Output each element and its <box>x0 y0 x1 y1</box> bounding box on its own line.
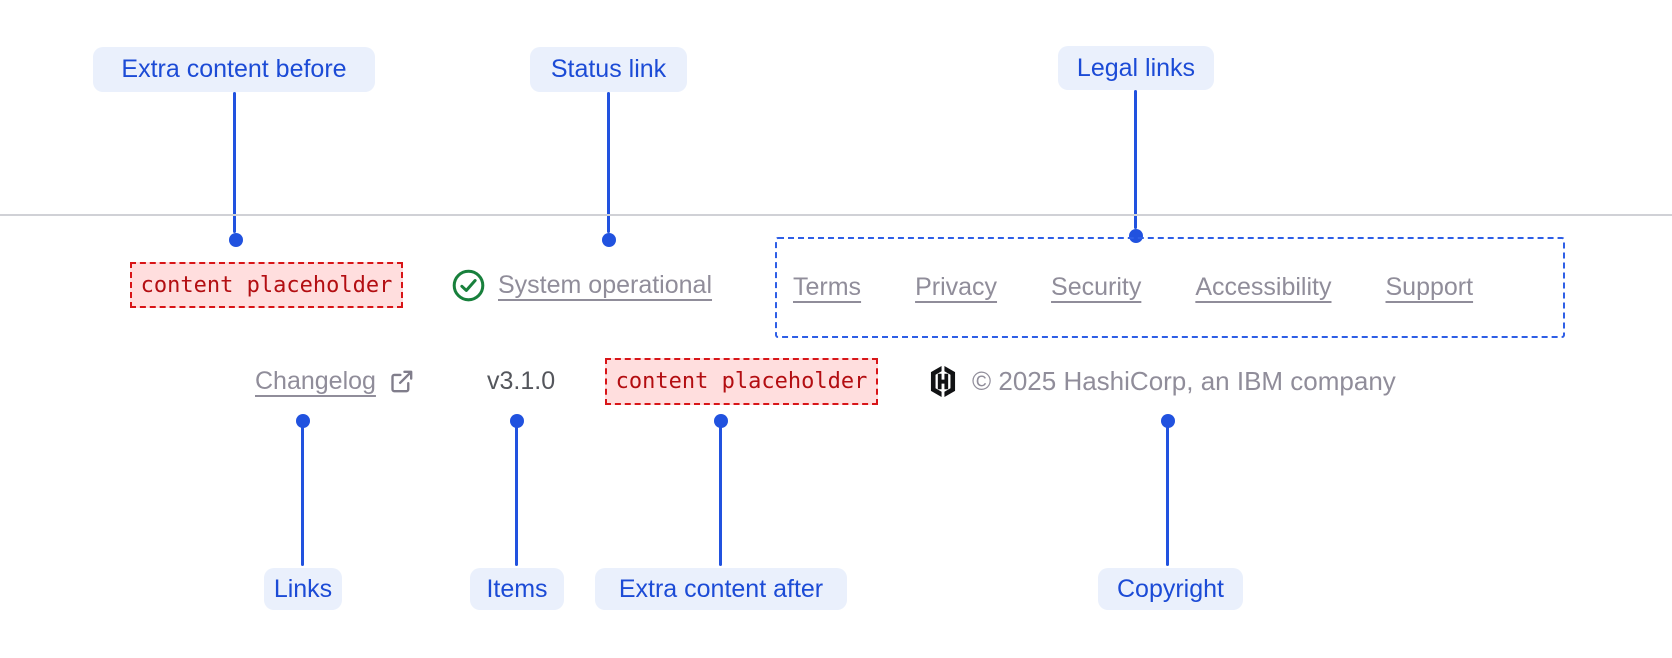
connector-line-copyright <box>1166 421 1169 566</box>
annotation-status-link: Status link <box>530 47 687 92</box>
connector-line-status-link <box>607 92 610 233</box>
connector-dot-legal-links <box>1129 229 1143 243</box>
footer-top-divider <box>0 214 1672 216</box>
external-link-icon <box>388 368 415 395</box>
connector-line-extra-content-after <box>719 421 722 566</box>
annotation-extra-content-after: Extra content after <box>595 568 847 610</box>
changelog-link-label[interactable]: Changelog <box>255 367 376 395</box>
changelog-link[interactable]: Changelog <box>255 358 415 405</box>
hashicorp-logo-icon <box>929 366 957 397</box>
connector-dot-extra-content-before <box>229 233 243 247</box>
check-circle-icon <box>452 269 485 302</box>
annotation-copyright: Copyright <box>1098 568 1243 610</box>
annotation-items: Items <box>470 568 564 610</box>
copyright-group: © 2025 HashiCorp, an IBM company <box>929 358 1396 405</box>
extra-content-after-placeholder: content placeholder <box>605 358 878 405</box>
version-label: v3.1.0 <box>487 367 556 395</box>
connector-dot-status-link <box>602 233 616 247</box>
legal-link-accessibility[interactable]: Accessibility <box>1195 273 1332 301</box>
connector-line-items <box>515 421 518 566</box>
legal-links-group: Terms Privacy Security Accessibility Sup… <box>775 237 1565 338</box>
extra-content-before-placeholder: content placeholder <box>130 262 403 308</box>
annotation-extra-content-before: Extra content before <box>93 47 375 92</box>
annotation-legal-links: Legal links <box>1058 46 1214 90</box>
annotation-links: Links <box>264 568 342 610</box>
legal-link-terms[interactable]: Terms <box>793 273 862 301</box>
connector-line-legal-links <box>1134 90 1137 229</box>
status-link[interactable]: System operational <box>452 262 712 308</box>
legal-link-security[interactable]: Security <box>1051 273 1142 301</box>
legal-link-support[interactable]: Support <box>1385 273 1474 301</box>
copyright-text: © 2025 HashiCorp, an IBM company <box>972 366 1396 396</box>
status-link-label[interactable]: System operational <box>498 270 713 299</box>
legal-link-privacy[interactable]: Privacy <box>915 273 998 301</box>
connector-line-extra-content-before <box>233 92 236 233</box>
connector-line-links <box>301 421 304 566</box>
